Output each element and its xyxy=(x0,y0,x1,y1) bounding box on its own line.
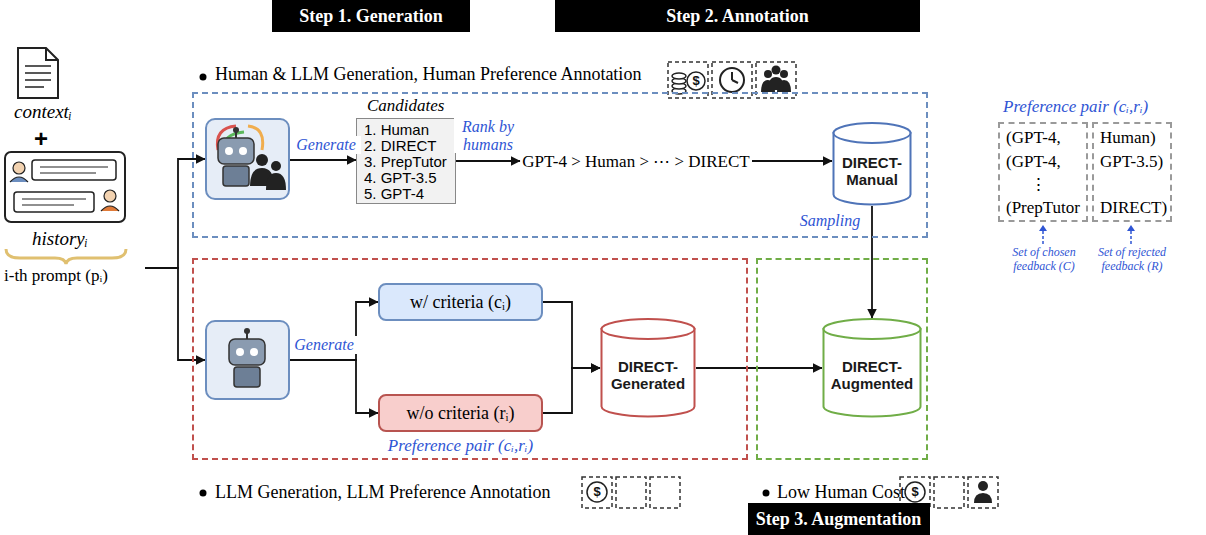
flow-arrow xyxy=(696,367,822,369)
pair-caption: Preference pair (cᵢ,rᵢ) xyxy=(1003,97,1148,117)
criteria-box: w/o criteria (rᵢ) xyxy=(378,394,543,432)
chosen-set-box-text: (PrepTutor xyxy=(1006,198,1080,218)
rejected-set-box: Human) GPT-3.5) DIRECT) xyxy=(1092,122,1172,222)
region-box: w/ criteria (cᵢ) w/o criteria (rᵢ) DIRECT-… xyxy=(192,258,748,460)
arrow-label: Generate xyxy=(291,136,361,154)
prompt-group-text: contextᵢ xyxy=(14,101,72,123)
cylinder-top xyxy=(824,319,921,339)
candidates-box: Candidates1. Human2. DIRECT3. PrepTutor4… xyxy=(356,118,456,204)
arrow-label: Rank by humans xyxy=(454,118,522,153)
candidates-box-text: Candidates xyxy=(367,96,444,116)
leader-arrowhead xyxy=(1039,225,1135,231)
criteria-box: w/ criteria (cᵢ) xyxy=(378,283,543,321)
flow-arrow xyxy=(290,159,356,161)
currency-sign: $ xyxy=(905,484,925,500)
flow-arrow xyxy=(543,368,600,413)
flow-arrow xyxy=(752,160,832,162)
dataset-cylinder-text: DIRECT-Generated xyxy=(605,358,691,393)
robot-box xyxy=(205,118,290,200)
step-banner: Step 1. Generation xyxy=(272,0,470,32)
prompt-group: contextᵢ+ historyᵢ i-th prompt (pᵢ) xyxy=(0,45,145,290)
cylinder-body xyxy=(602,328,695,417)
candidates-box-text: 3. PrepTutor xyxy=(364,154,447,170)
arrow-label: Sampling xyxy=(795,212,865,230)
dataset-cylinder: DIRECT-Generated xyxy=(600,318,696,418)
set-caption: Set of chosen feedback (C) xyxy=(1000,246,1088,274)
currency-sign: $ xyxy=(686,73,706,89)
flow-arrow xyxy=(290,360,378,413)
cost-icon-frame xyxy=(582,62,998,508)
flow-arrow xyxy=(871,206,873,318)
clock-icon xyxy=(720,68,744,92)
step-banner-text: Step 1. Generation xyxy=(299,6,443,27)
step-banner: Step 2. Annotation xyxy=(555,0,920,32)
rejected-set-box-text: DIRECT) xyxy=(1100,198,1167,218)
step-banner-text: Step 2. Annotation xyxy=(666,6,809,27)
cylinder-top xyxy=(834,123,911,143)
ranking-text: GPT-4 > Human > ⋯ > DIRECT xyxy=(520,150,752,172)
arrow-label: Generate xyxy=(291,336,357,354)
region-box-text: Human & LLM Generation, Human Preference… xyxy=(215,64,641,85)
criteria-box-text: w/o criteria (rᵢ) xyxy=(407,403,515,424)
people-icon xyxy=(250,154,286,190)
region-box-text: Low Human Cost xyxy=(777,482,905,503)
chosen-set-box-text: (GPT-4, xyxy=(1006,128,1061,148)
chosen-set-box-text: (GPT-4, xyxy=(1006,152,1061,172)
rejected-set-box-text: GPT-3.5) xyxy=(1100,152,1163,172)
candidates-box-text: 2. DIRECT xyxy=(364,138,437,154)
step-banner-text: Step 3. Augmentation xyxy=(756,509,922,530)
people-icon xyxy=(761,66,992,504)
currency-sign: $ xyxy=(587,484,607,500)
robot-box xyxy=(205,320,290,400)
cylinder-body xyxy=(824,328,921,416)
cylinder-top xyxy=(602,319,695,339)
ranking-text-text: GPT-4 > Human > ⋯ > DIRECT xyxy=(522,151,749,172)
dataset-cylinder: DIRECT-Manual xyxy=(832,122,912,206)
document-icon xyxy=(18,48,58,98)
flow-arrow xyxy=(290,302,378,360)
flow-arrow xyxy=(145,268,205,360)
bullet-dot xyxy=(200,74,770,497)
candidates-box-text: 1. Human xyxy=(364,122,429,138)
prompt-group-text: historyᵢ xyxy=(32,228,88,250)
flow-arrow xyxy=(456,160,520,162)
chosen-set-box: (GPT-4,(GPT-4,⋮(PrepTutor xyxy=(998,122,1088,222)
set-caption: Set of rejected feedback (R) xyxy=(1088,246,1176,274)
dataset-cylinder-text: DIRECT-Augmented xyxy=(827,358,917,393)
flow-arrow xyxy=(543,302,600,368)
leader-arrow xyxy=(1043,229,1131,244)
prompt-group-text: + xyxy=(34,125,48,153)
robot-icon xyxy=(229,328,265,387)
candidates-box-text: 5. GPT-4 xyxy=(364,186,424,202)
region-box-text: LLM Generation, LLM Preference Annotatio… xyxy=(215,482,550,503)
prompt-group-text: i-th prompt (pᵢ) xyxy=(4,266,108,286)
rejected-set-box-text: Human) xyxy=(1100,128,1156,148)
curly-brace xyxy=(6,249,126,264)
flow-arrow xyxy=(145,159,205,268)
chosen-set-box-text: ⋮ xyxy=(1030,174,1047,195)
dataset-cylinder-text: DIRECT-Manual xyxy=(837,154,907,189)
robot-icon xyxy=(218,127,254,186)
candidates-box-text: 4. GPT-3.5 xyxy=(364,170,437,186)
chat-icon xyxy=(5,152,125,222)
criteria-box-text: w/ criteria (cᵢ) xyxy=(410,292,511,313)
dataset-cylinder: DIRECT-Augmented xyxy=(822,318,922,418)
region-box: DIRECT-AugmentedLow Human Cost xyxy=(756,258,928,460)
step-banner: Step 3. Augmentation xyxy=(748,503,930,535)
pair-caption: Preference pair (cᵢ,rᵢ) xyxy=(378,436,543,456)
